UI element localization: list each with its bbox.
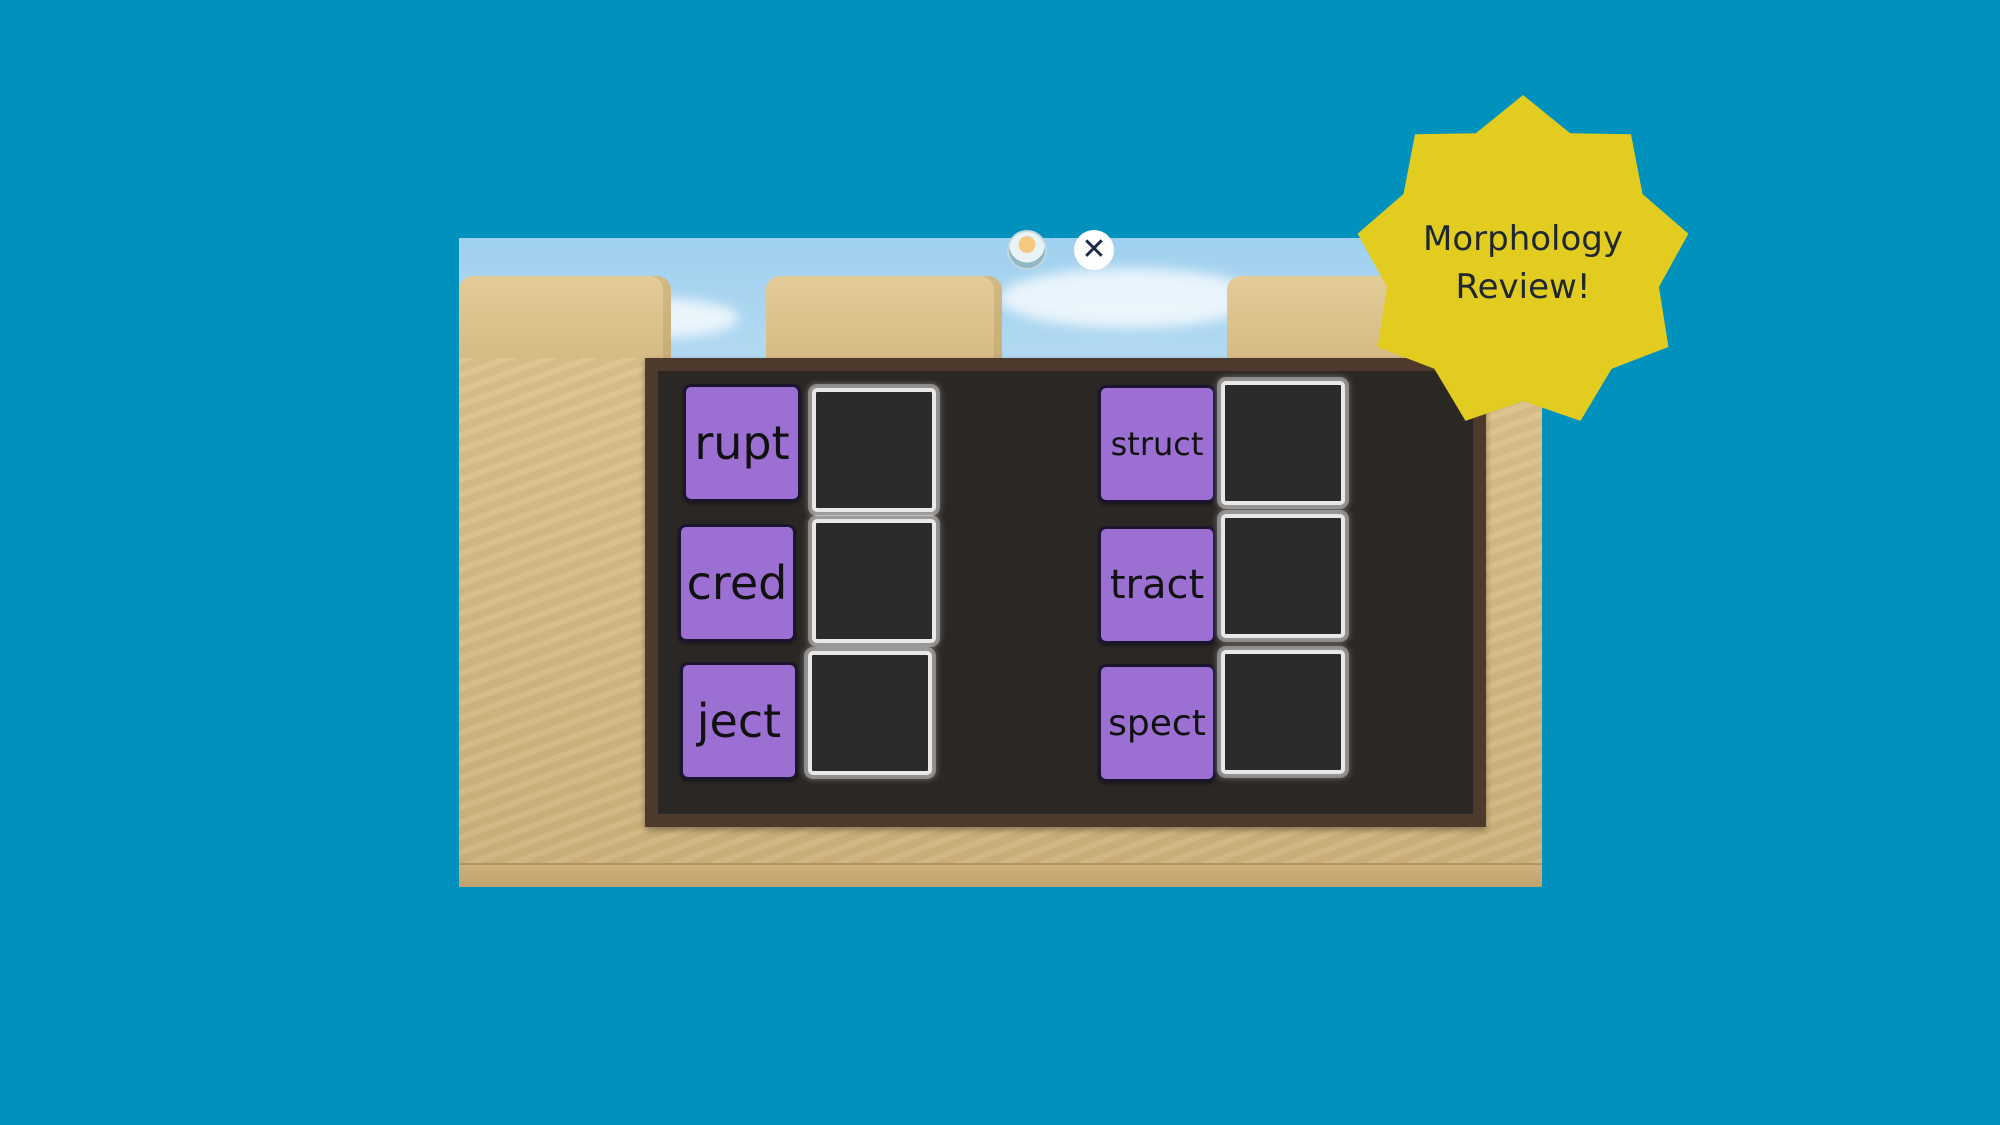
castle-merlon — [459, 276, 671, 366]
chalkboard: rupt cred ject struct tract spect — [645, 358, 1486, 827]
word-tile-cred[interactable]: cred — [678, 524, 796, 642]
cloud — [999, 268, 1259, 328]
drop-slot[interactable] — [1221, 650, 1345, 774]
close-glyph: ✕ — [1081, 232, 1107, 267]
word-tile-spect[interactable]: spect — [1098, 664, 1216, 782]
drop-slot[interactable] — [1221, 381, 1345, 505]
drop-slot[interactable] — [812, 519, 936, 643]
game-window: rupt cred ject struct tract spect — [459, 238, 1542, 887]
close-icon[interactable]: ✕ — [1074, 230, 1114, 270]
badge-text: Morphology Review! — [1353, 93, 1693, 433]
tile-label: cred — [686, 556, 788, 610]
badge-line-2: Review! — [1455, 267, 1591, 307]
tile-label: rupt — [694, 416, 790, 470]
tile-label: struct — [1110, 425, 1204, 463]
word-tile-ject[interactable]: ject — [680, 662, 798, 780]
drop-slot[interactable] — [808, 651, 932, 775]
word-tile-struct[interactable]: struct — [1098, 385, 1216, 503]
starburst-shape — [1357, 95, 1689, 421]
castle-wall-ledge — [459, 863, 1542, 887]
castle-merlon — [766, 276, 1002, 366]
word-tile-tract[interactable]: tract — [1098, 526, 1216, 644]
avatar-icon[interactable] — [1007, 230, 1047, 270]
badge-line-1: Morphology — [1423, 219, 1623, 259]
drop-slot[interactable] — [812, 388, 936, 512]
tile-label: ject — [696, 694, 782, 748]
word-tile-rupt[interactable]: rupt — [683, 384, 801, 502]
tile-label: spect — [1108, 702, 1206, 744]
tile-label: tract — [1109, 562, 1205, 608]
morphology-review-badge: Morphology Review! — [1353, 93, 1693, 433]
drop-slot[interactable] — [1221, 514, 1345, 638]
